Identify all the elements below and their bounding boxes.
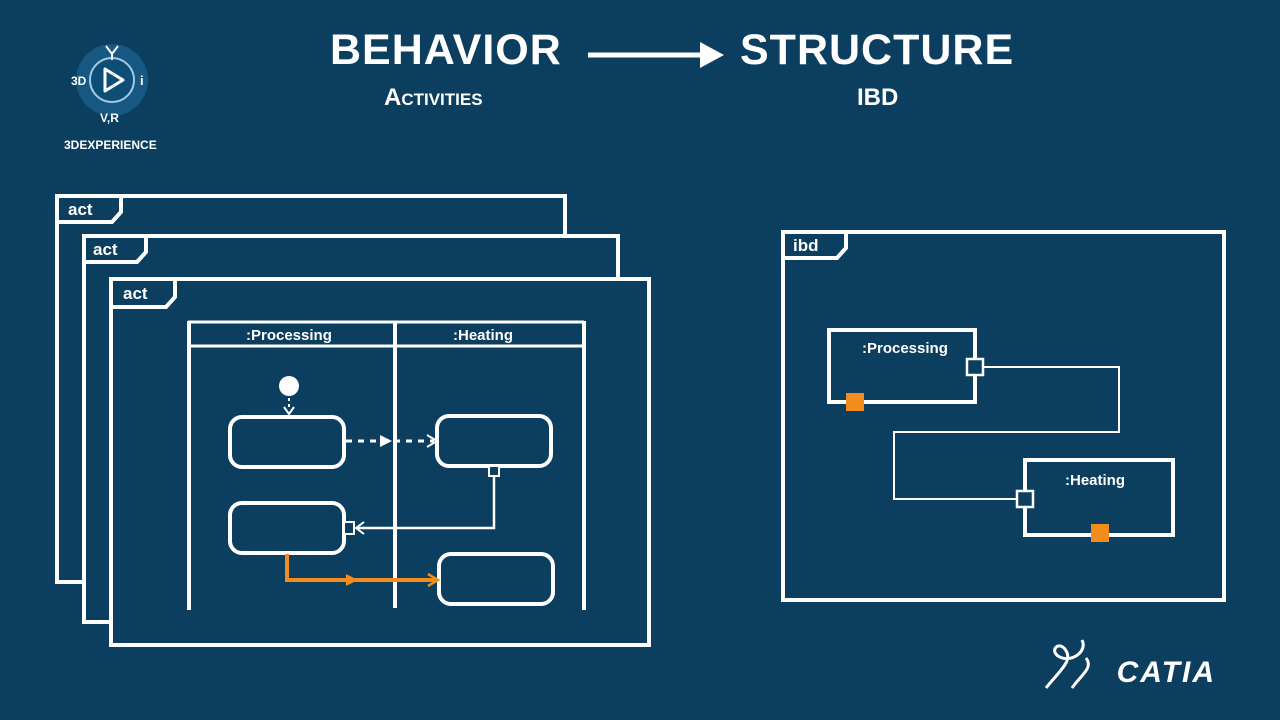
ibd-subtitle: IBD: [857, 84, 899, 111]
structure-title: STRUCTURE: [740, 26, 1015, 74]
ibd-label: ibd: [793, 236, 819, 255]
activities-subtitle: Activities: [384, 84, 483, 111]
ibd-connector: [893, 366, 1120, 500]
output-pin: [488, 465, 500, 477]
orange-flow: [285, 554, 441, 588]
object-flow: [343, 465, 500, 535]
orange-port-heating: [1091, 524, 1109, 542]
act-label-2: act: [93, 240, 118, 259]
swimlane-heating-label: :Heating: [453, 327, 513, 344]
input-pin: [343, 521, 355, 535]
behavior-title: BEHAVIOR: [330, 26, 562, 74]
swimlanes: :Processing :Heating: [187, 320, 586, 610]
orange-port-processing: [846, 393, 864, 411]
compass-left-label: 3D: [71, 74, 87, 88]
control-flow-dashed: [346, 434, 439, 448]
ibd-processing-label: :Processing: [862, 340, 948, 357]
compass-logo-icon: 3D i V,R: [71, 44, 148, 125]
act-label-3: act: [123, 284, 148, 303]
ibd-block-heating: :Heating: [1015, 458, 1175, 542]
compass-right-label: i: [140, 73, 144, 88]
ibd-heating-label: :Heating: [1065, 472, 1125, 489]
act-label-1: act: [68, 200, 93, 219]
catia-brand: CATIA: [1116, 656, 1216, 689]
brand-3dexperience: 3DEXPERIENCE: [64, 138, 157, 152]
port-processing: [965, 357, 985, 377]
action-processing-1: [228, 415, 346, 469]
port-heating: [1015, 489, 1035, 509]
initial-node: [279, 376, 299, 396]
action-heating-2: [437, 552, 555, 606]
behavior-to-structure-arrow: [588, 42, 724, 68]
activity-frame-front: act: [109, 277, 651, 647]
ds-logo-icon: [1044, 639, 1090, 689]
swimlane-processing-label: :Processing: [246, 327, 332, 344]
ibd-block-processing: :Processing: [827, 328, 985, 411]
compass-bottom-label: V,R: [100, 111, 119, 125]
ibd-frame: ibd: [781, 230, 1226, 602]
